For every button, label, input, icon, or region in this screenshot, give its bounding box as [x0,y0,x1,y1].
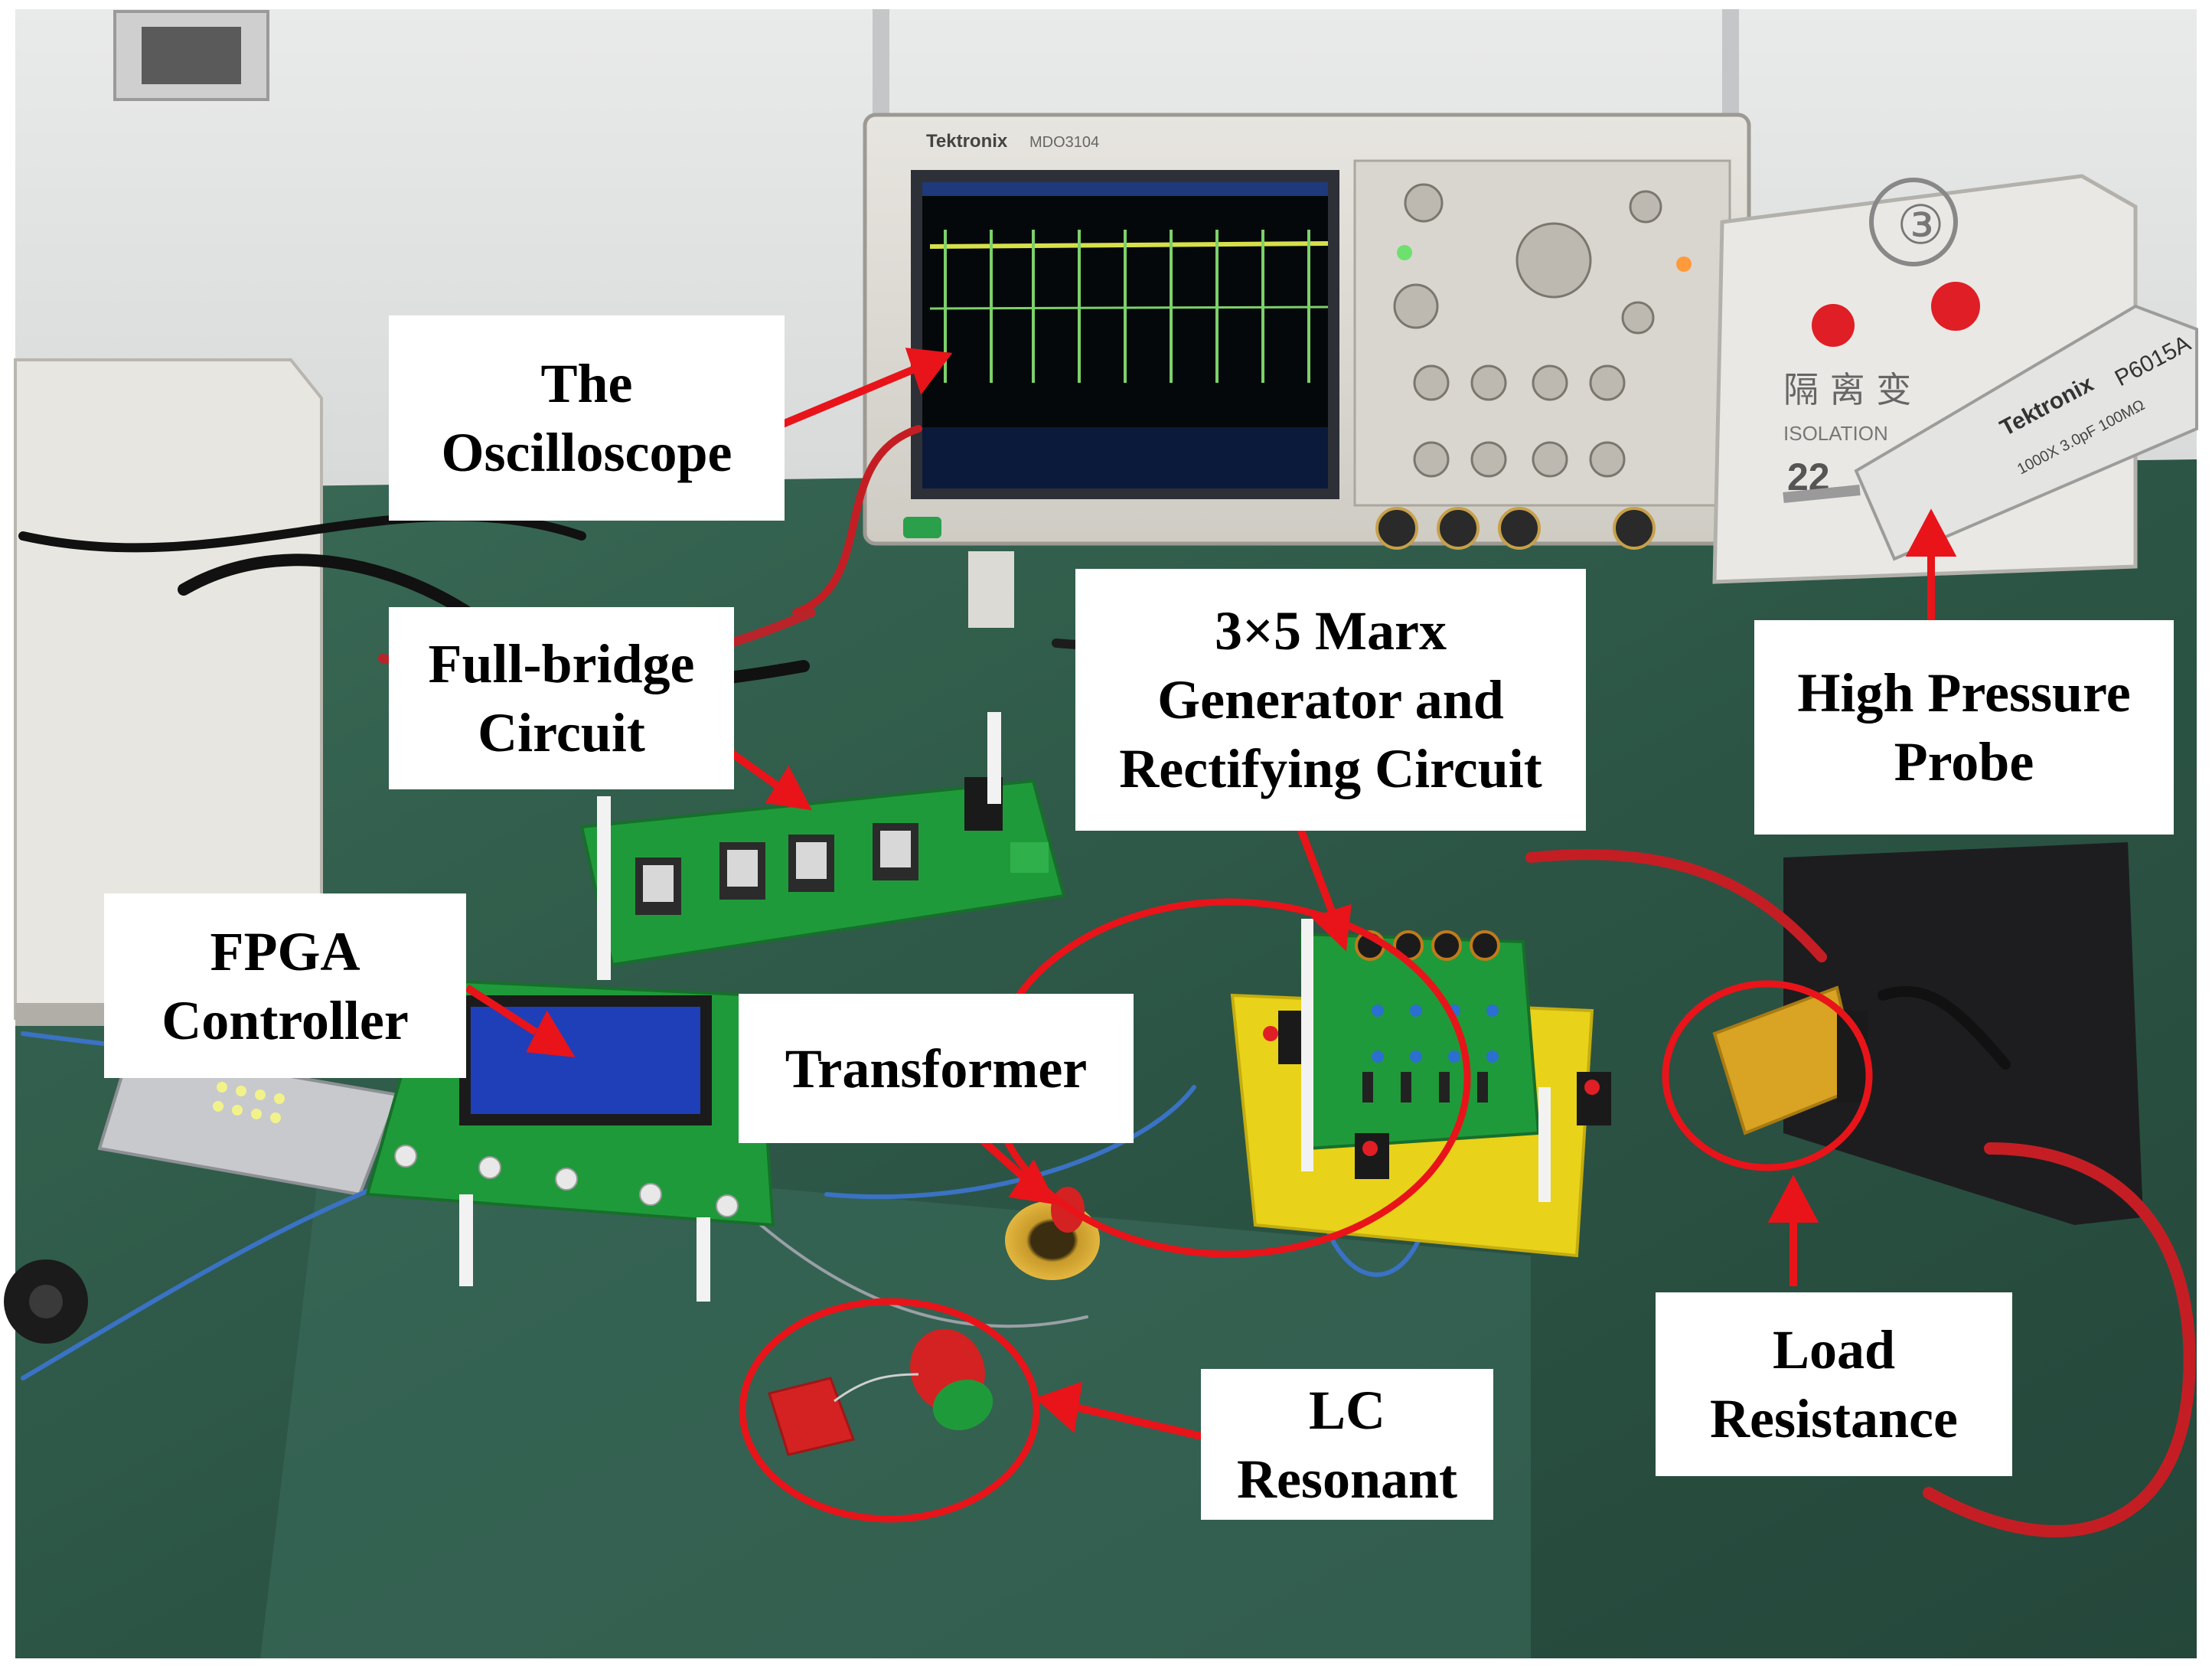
load-label-line1: Load [1772,1319,1896,1380]
full-bridge-label-line2: Circuit [478,702,645,763]
oscilloscope-label-line1: The [540,353,633,414]
load-highlight-circle [1662,980,1873,1171]
isolation-number-text: ③ [1897,194,1945,256]
hv-probe-device: Tektronix P6015A 1000X 3.0pF 100MΩ [1783,304,2198,561]
power-supply [14,358,323,1020]
fpga-label-line1: FPGA [210,920,361,982]
oscilloscope-label: The Oscilloscope [389,315,785,521]
full-bridge-board [579,712,1066,980]
glass-plate [260,1148,1531,1658]
lc-label-line2: Resonant [1236,1448,1458,1510]
fpga-label-line2: Controller [161,989,409,1051]
marx-label-line3: Rectifying Circuit [1119,738,1542,799]
scope-model-text: MDO3104 [1029,134,1099,151]
lc-label-line1: LC [1308,1379,1386,1441]
isolation-en-text: ISOLATION [1783,422,1888,445]
oscilloscope-device: Tektronix MDO3104 [863,113,1751,628]
load-label-line2: Resistance [1710,1388,1958,1449]
marx-label-line2: Generator and [1157,669,1504,730]
rubber-mat [1783,842,2143,1225]
probe-label: High Pressure Probe [1754,620,2174,835]
lc-label: LC Resonant [1201,1369,1493,1520]
marx-board [1230,919,1611,1258]
transformer-label: Transformer [739,994,1134,1143]
fpga-board [365,978,775,1302]
probe-label-line1: High Pressure [1797,662,2131,724]
marx-label-line1: 3×5 Marx [1215,600,1447,662]
lc-highlight-circle [739,1298,1040,1523]
scope-brand-text: Tektronix [926,131,1008,152]
load-label: Load Resistance [1656,1292,2012,1476]
full-bridge-label: Full-bridge Circuit [389,607,734,789]
lc-components [768,1328,993,1456]
fpga-label: FPGA Controller [104,893,466,1078]
isolation-chars-text: 隔 离 变 [1783,369,1911,410]
fpga-lcd-screen [471,1007,700,1114]
probe-label-line2: Probe [1894,731,2034,792]
transformer-label-line1: Transformer [785,1037,1088,1099]
oscilloscope-label-line2: Oscilloscope [441,422,732,483]
marx-label: 3×5 Marx Generator and Rectifying Circui… [1075,569,1586,831]
full-bridge-label-line1: Full-bridge [428,633,695,694]
